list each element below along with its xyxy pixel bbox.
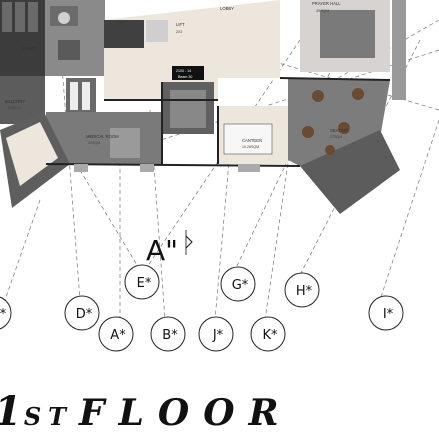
grid-bubble-g [220,266,256,302]
grid-label-b: B* [162,328,178,343]
grid-label-d: D* [76,307,93,322]
room-area-seating: 27SQM [330,135,342,139]
grid-bubble-h [284,272,320,308]
room-area-medical: 20SQM [88,141,100,145]
room-area-lift: 2X2 [176,30,182,34]
grid-label-a: A* [110,328,126,343]
grid-label-e: E* [137,276,152,291]
grid-bubble-i [368,295,404,331]
floor-title: 1STFLOOR [0,388,293,435]
room-area-prayer: 49 SQM [316,9,329,13]
grid-bubble-left [0,296,12,330]
section-label: A" [146,234,179,267]
room-area-balcony: 5.8SQM [8,106,21,110]
grid-bubble-e [124,264,160,300]
room-label-balcony: BALCONY [5,99,25,104]
floor-word: FLOOR [79,392,293,434]
grid-label-g: G* [232,278,249,293]
room-label-lift: LIFT [176,22,185,27]
sign-text-top: 2100 - 14 [176,69,191,73]
grid-bubble-j [198,316,234,352]
room-label-toilet: TOILET [22,46,37,51]
room-label-lobby: LOBBY [220,6,234,11]
grid-bubble-d [64,295,100,331]
sign-box [172,66,204,80]
grid-label-j: J* [212,328,224,343]
room-label-prayer: PRAYER HALL [312,1,341,6]
sign-text-bottom: Beam 30 [178,75,192,79]
room-label-seating: SEATING [330,128,348,133]
floor-suffix: ST [23,402,74,431]
room-area-toilet: 11.2SQM [22,53,37,57]
grid-label-h: H* [296,284,313,299]
grid-label-i: I* [383,307,394,322]
right-wing [300,130,400,214]
room-area-canteen: 10.28SQM [242,145,259,149]
grid-bubble-a [98,316,134,352]
room-label-canteen: CANTEEN [242,138,262,143]
section-marker [185,235,193,249]
grid-bubble-b [150,316,186,352]
grid-label-left: * [0,307,7,322]
grid-bubble-k [250,316,286,352]
floor-number: 1 [0,388,24,435]
grid-label-k: K* [262,328,278,343]
room-label-medical: MEDICAL ROOM [86,134,119,139]
